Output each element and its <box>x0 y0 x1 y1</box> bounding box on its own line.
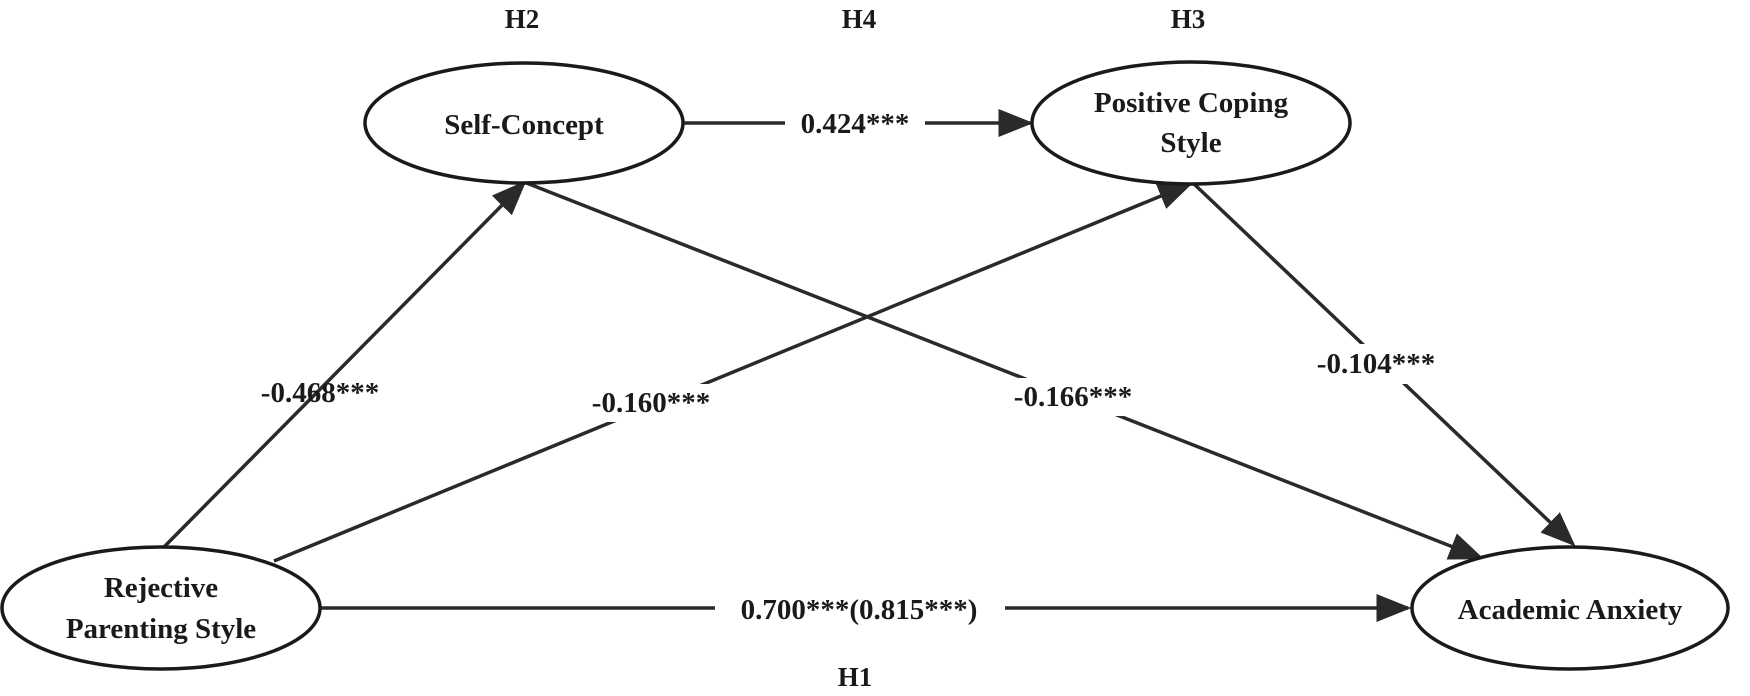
hypothesis-h1: H1 <box>838 662 873 692</box>
academic-anxiety-label: Academic Anxiety <box>1458 594 1683 626</box>
node-academic-anxiety: Academic Anxiety <box>1410 545 1730 671</box>
hypothesis-h3: H3 <box>1171 4 1206 34</box>
coef-rejective-to-self-concept: -0.468*** <box>261 377 379 409</box>
coef-rejective-to-positive-coping: -0.160*** <box>592 387 710 419</box>
rejective-parenting-label-line2: Parenting Style <box>66 613 256 645</box>
self-concept-label: Self-Concept <box>444 109 604 141</box>
edge-rejective-to-positive-coping <box>273 182 1194 563</box>
node-rejective-parenting-style: Rejective Parenting Style <box>0 545 322 671</box>
positive-coping-label-line1: Positive Coping <box>1094 87 1289 119</box>
coef-positive-coping-to-academic-anxiety: -0.104*** <box>1317 348 1435 380</box>
coef-self-concept-to-positive-coping: 0.424*** <box>801 108 910 140</box>
node-positive-coping-style: Positive Coping Style <box>1030 60 1352 186</box>
coef-self-concept-to-academic-anxiety: -0.166*** <box>1014 381 1132 413</box>
hypothesis-labels: H2 H4 H3 H1 <box>505 4 1206 692</box>
positive-coping-label-line2: Style <box>1160 127 1221 159</box>
hypothesis-h2: H2 <box>505 4 540 34</box>
edge-self-concept-to-academic-anxiety <box>523 180 1485 560</box>
rejective-parenting-label-line1: Rejective <box>104 572 218 604</box>
coef-rejective-to-academic-anxiety: 0.700***(0.815***) <box>741 594 978 626</box>
hypothesis-h4: H4 <box>842 4 877 34</box>
coefficient-labels: 0.424*** -0.468*** -0.160*** -0.166*** -… <box>261 104 1449 626</box>
node-self-concept: Self-Concept <box>363 61 685 185</box>
edge-rejective-to-self-concept <box>161 180 527 550</box>
